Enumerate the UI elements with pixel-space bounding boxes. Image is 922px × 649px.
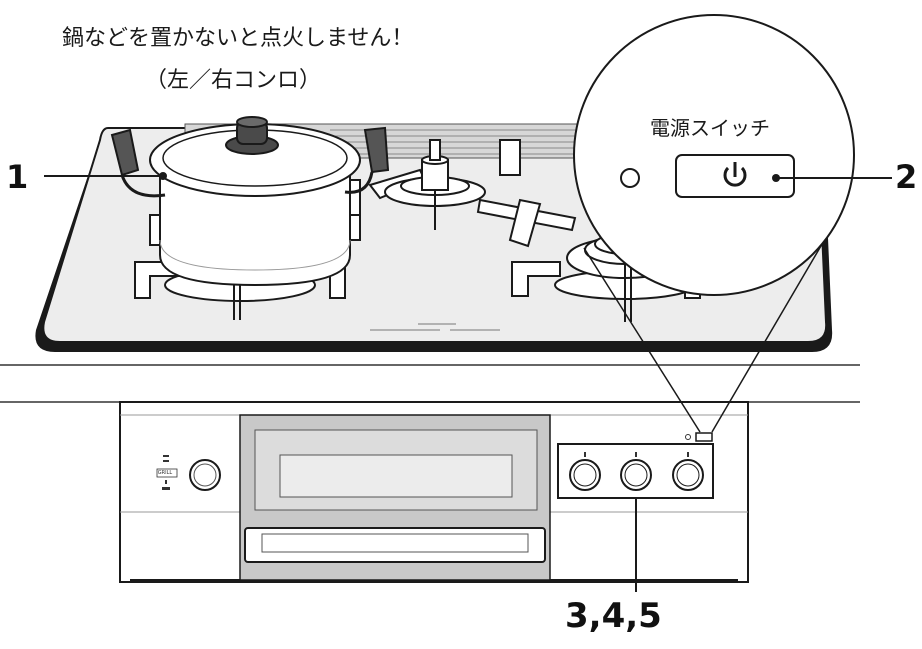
knob-icon <box>569 459 704 491</box>
power-icon <box>723 162 747 187</box>
callout-1: 1 <box>6 158 29 196</box>
burners-caption: （左／右コンロ） <box>145 68 322 93</box>
power-switch-title: 電源スイッチ <box>650 116 770 140</box>
pot-icon <box>110 116 390 287</box>
grill-knob <box>156 455 221 491</box>
callout-2: 2 <box>895 158 918 196</box>
indicator-lamp-icon <box>620 168 640 188</box>
knob-panel <box>557 443 714 499</box>
grill-label: GRILL <box>157 470 173 476</box>
front-panel <box>119 401 749 583</box>
zoom-callout <box>573 14 855 433</box>
callout-3-4-5: 3,4,5 <box>565 596 662 636</box>
leader-lines <box>44 172 892 592</box>
warning-caption: 鍋などを置かないと点火しません！ <box>62 26 414 51</box>
